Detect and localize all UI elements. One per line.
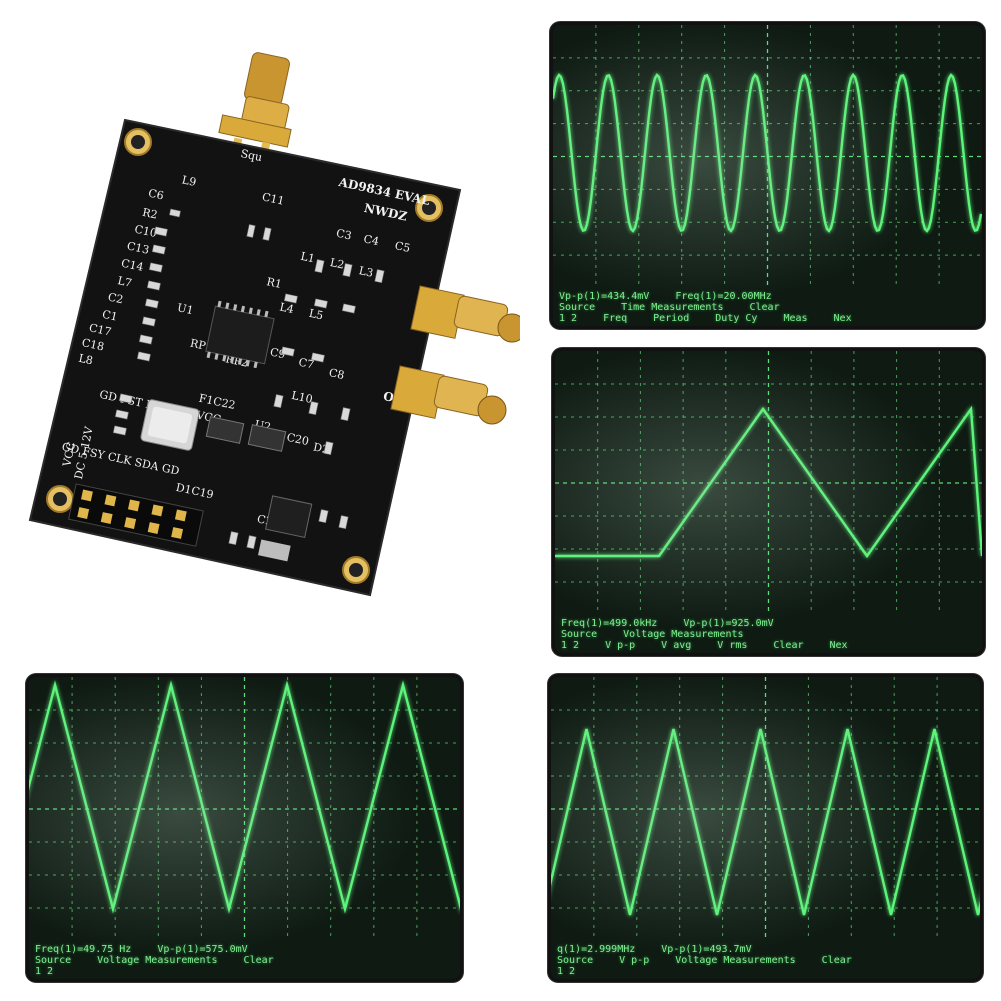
ad9834-board-photo: AD9834 EVAL NWDZ Squ OUT- OUT+ GD FST FS… <box>20 50 520 610</box>
crystal-x1 <box>140 399 200 451</box>
vpp-softkey: V p-p <box>605 640 636 651</box>
svg-text:C1: C1 <box>101 308 119 324</box>
scope-triangle-2-screen <box>551 677 980 941</box>
smd-parts <box>112 208 385 550</box>
svg-text:C18: C18 <box>81 336 106 353</box>
scope-sine: Vp-p(1)=434.4mV Freq(1)=20.00MHz Source Ti… <box>550 22 985 329</box>
channel-label: 1 2 <box>35 966 54 977</box>
triangle-trace <box>29 680 460 914</box>
svg-text:L3: L3 <box>358 264 375 280</box>
sma-out-minus <box>410 285 520 343</box>
clear-softkey: Clear <box>773 640 804 651</box>
ic-u1 <box>205 300 275 369</box>
scope-sine-screen <box>553 25 982 288</box>
sine-vpp: Vp-p(1)=434.4mV <box>559 291 650 302</box>
source-label: Source <box>559 302 596 313</box>
svg-text:L10: L10 <box>290 389 314 406</box>
square-trace <box>555 405 982 559</box>
triangle-2-vpp: Vp-p(1)=493.7mV <box>661 944 752 955</box>
clear-label: Clear <box>821 955 852 966</box>
svg-text:C11: C11 <box>261 190 286 207</box>
scope-triangle: Freq(1)=49.75 Hz Vp-p(1)=575.0mV Source Vo… <box>26 674 463 982</box>
measure-group: Time Measurements <box>621 302 724 313</box>
channel-label: 1 2 <box>561 640 580 651</box>
svg-text:C13: C13 <box>126 239 151 256</box>
clear-label: Clear <box>243 955 274 966</box>
triangle-vpp: Vp-p(1)=575.0mV <box>157 944 248 955</box>
triangle-2-trace <box>551 728 980 916</box>
pcb-illustration: AD9834 EVAL NWDZ Squ OUT- OUT+ GD FST FS… <box>28 52 520 597</box>
measure-group: Voltage Measurements <box>97 955 218 966</box>
svg-text:C5: C5 <box>394 239 412 255</box>
scope-triangle-2: q(1)=2.999MHz Vp-p(1)=493.7mV Source V p-p… <box>548 674 983 982</box>
svg-text:L5: L5 <box>308 307 325 323</box>
scope-square-readout: Freq(1)=499.0kHz Vp-p(1)=925.0mV Source Vo… <box>561 618 976 651</box>
svg-text:L2: L2 <box>329 256 346 272</box>
svg-text:U1: U1 <box>176 301 195 317</box>
sma-out-plus <box>390 365 507 425</box>
svg-text:R1: R1 <box>265 275 283 291</box>
svg-text:L4: L4 <box>278 300 295 316</box>
scope-triangle-2-readout: q(1)=2.999MHz Vp-p(1)=493.7mV Source V p-p… <box>557 944 974 977</box>
svg-text:C20: C20 <box>285 431 310 448</box>
triangle-freq: Freq(1)=49.75 Hz <box>35 944 132 955</box>
svg-text:R2: R2 <box>141 206 159 222</box>
square-vpp: Vp-p(1)=925.0mV <box>683 618 774 629</box>
vcc-label: VCC <box>60 441 78 469</box>
svg-text:C10: C10 <box>133 223 158 240</box>
svg-text:C17: C17 <box>88 321 113 338</box>
scope-triangle-screen <box>29 677 460 941</box>
vpp-softkey: V p-p <box>619 955 650 966</box>
measure-group: Voltage Measurements <box>675 955 796 966</box>
svg-text:L8: L8 <box>77 352 94 368</box>
next-softkey: Nex <box>829 640 848 651</box>
svg-text:C2: C2 <box>107 291 125 307</box>
svg-text:C6: C6 <box>147 187 165 203</box>
svg-text:C3: C3 <box>335 227 353 243</box>
triangle-2-grid <box>551 677 980 941</box>
channel-label: 1 2 <box>557 966 576 977</box>
svg-text:C8: C8 <box>328 366 346 382</box>
triangle-2-freq: q(1)=2.999MHz <box>557 944 636 955</box>
period-softkey: Period <box>653 313 690 324</box>
svg-text:L9: L9 <box>181 173 198 189</box>
freq-softkey: Freq <box>603 313 628 324</box>
vrms-softkey: V rms <box>717 640 748 651</box>
svg-text:C7: C7 <box>297 356 315 372</box>
meas-softkey: Meas <box>783 313 808 324</box>
next-softkey: Nex <box>833 313 852 324</box>
svg-text:C14: C14 <box>120 257 145 274</box>
resistor-packs <box>205 416 287 452</box>
source-label: Source <box>561 629 598 640</box>
square-grid <box>555 351 982 615</box>
duty-softkey: Duty Cy <box>715 313 758 324</box>
sine-freq: Freq(1)=20.00MHz <box>675 291 772 302</box>
vavg-softkey: V avg <box>661 640 692 651</box>
source-label: Source <box>557 955 594 966</box>
mounting-holes <box>46 128 443 584</box>
square-freq: Freq(1)=499.0kHz <box>561 618 658 629</box>
triangle-grid <box>29 677 460 941</box>
scope-square-screen <box>555 351 982 615</box>
scope-square: Freq(1)=499.0kHz Vp-p(1)=925.0mV Source Vo… <box>552 348 985 656</box>
pin-header <box>68 483 204 547</box>
scope-sine-readout: Vp-p(1)=434.4mV Freq(1)=20.00MHz Source Ti… <box>559 291 976 324</box>
squ-label: Squ <box>239 147 263 164</box>
svg-text:L1: L1 <box>299 250 316 266</box>
source-label: Source <box>35 955 72 966</box>
channel-label: 1 2 <box>559 313 578 324</box>
svg-text:L7: L7 <box>116 274 133 290</box>
svg-text:C4: C4 <box>362 232 380 248</box>
clear-label: Clear <box>749 302 780 313</box>
measure-group: Voltage Measurements <box>623 629 744 640</box>
regulator-u2 <box>258 495 313 562</box>
sine-trace <box>553 73 982 233</box>
scope-triangle-readout: Freq(1)=49.75 Hz Vp-p(1)=575.0mV Source Vo… <box>35 944 454 977</box>
